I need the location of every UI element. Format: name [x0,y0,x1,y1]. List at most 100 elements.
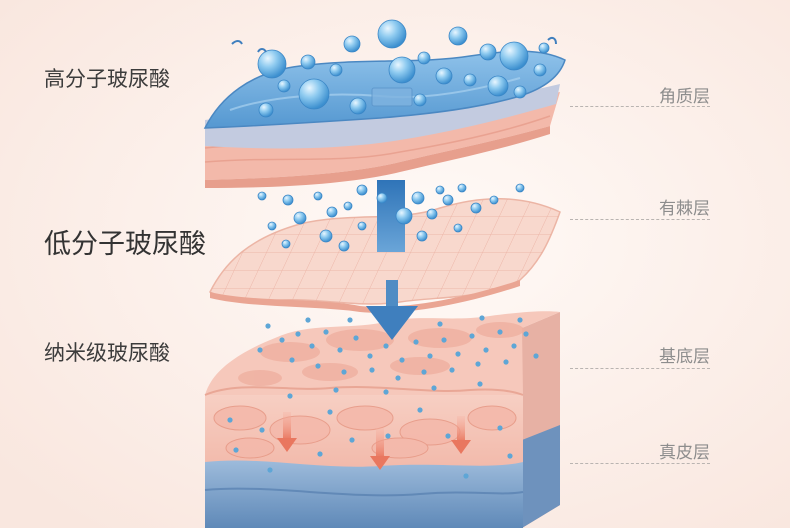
water-droplet-icon [258,192,266,200]
water-droplet-icon [358,222,366,230]
water-droplet-icon [511,343,516,348]
leader-line [570,368,710,369]
water-droplet-icon [490,196,498,204]
water-droplet-icon [412,192,424,204]
water-droplet-icon [497,425,502,430]
water-droplet-icon [385,433,390,438]
water-droplet-icon [417,231,427,241]
water-droplet-icon [301,55,315,69]
water-droplet-icon [507,453,512,458]
water-droplet-icon [418,52,430,64]
water-droplet-icon [330,64,342,76]
water-droplet-icon [337,347,342,352]
water-droplet-icon [267,467,272,472]
water-droplet-icon [449,367,454,372]
high-molecular-ha-label: 高分子玻尿酸 [44,63,170,93]
water-droplet-icon [443,195,453,205]
water-droplet-icon [265,323,270,328]
water-droplet-icon [463,473,468,478]
water-droplet-icon [268,222,276,230]
water-droplet-icon [279,337,284,342]
water-droplet-icon [295,331,300,336]
leader-line [570,463,710,464]
water-droplet-icon [464,74,476,86]
water-droplet-icon [227,417,232,422]
water-droplet-icon [378,20,406,48]
water-droplet-icon [436,186,444,194]
water-droplet-icon [389,57,415,83]
dermis-label: 真皮层 [568,438,710,463]
water-droplet-icon [399,357,404,362]
water-droplet-icon [283,195,293,205]
water-droplet-icon [282,240,290,248]
water-droplet-icon [383,343,388,348]
water-droplet-icon [353,335,358,340]
water-droplet-icon [367,353,372,358]
water-droplet-icon [339,241,349,251]
water-droplet-icon [421,369,426,374]
water-droplet-icon [344,36,360,52]
water-droplet-icon [449,27,467,45]
water-droplet-icon [357,185,367,195]
water-droplet-icon [344,202,352,210]
water-droplet-icon [413,339,418,344]
water-droplet-icon [471,203,481,213]
water-droplet-icon [309,343,314,348]
water-droplet-icon [480,44,496,60]
water-droplet-icon [437,321,442,326]
water-droplet-icon [395,375,400,380]
water-droplet-icon [315,363,320,368]
water-droplet-icon [327,207,337,217]
water-droplet-icon [503,359,508,364]
water-droplet-icon [483,347,488,352]
water-droplet-icon [427,209,437,219]
water-droplet-icon [383,389,388,394]
water-droplet-icon [320,230,332,242]
water-droplet-icon [350,98,366,114]
water-droplet-icon [477,381,482,386]
water-droplet-icon [299,79,329,109]
water-droplet-icon [523,331,528,336]
water-droplet-icon [431,385,436,390]
water-droplet-icon [327,409,332,414]
spinous-layer-label: 有棘层 [568,194,710,219]
stratum-corneum-label: 角质层 [568,82,710,107]
water-droplet-icon [314,192,322,200]
water-droplet-icon [323,329,328,334]
water-droplet-icon [441,337,446,342]
low-molecular-ha-label: 低分子玻尿酸 [44,222,206,261]
water-droplet-icon [317,451,322,456]
water-droplet-icon [259,103,273,117]
water-droplet-icon [333,387,338,392]
water-droplet-icon [258,50,286,78]
water-droplet-icon [517,317,522,322]
water-droplet-icon [436,68,452,84]
water-droplet-icon [259,427,264,432]
water-droplet-icon [534,64,546,76]
water-droplet-icon [287,393,292,398]
water-droplet-icon [278,80,290,92]
water-droplet-icon [341,369,346,374]
water-droplet-icon [369,367,374,372]
water-droplet-icon [458,184,466,192]
leader-line [570,106,710,107]
water-droplet-icon [469,333,474,338]
water-droplet-icon [454,224,462,232]
water-droplet-icon [455,351,460,356]
water-droplet-icon [479,315,484,320]
water-droplet-icon [289,357,294,362]
water-droplet-icon [488,76,508,96]
leader-line [570,219,710,220]
water-droplet-icon [445,433,450,438]
water-droplet-icon [497,329,502,334]
water-droplet-icon [514,86,526,98]
water-droplet-icon [539,43,549,53]
water-droplet-icon [233,447,238,452]
water-droplet-icon [396,208,412,224]
water-droplet-icon [516,184,524,192]
water-droplet-icon [377,193,387,203]
water-droplet-icon [500,42,528,70]
water-droplet-icon [347,317,352,322]
basal-layer-label: 基底层 [568,342,710,367]
water-droplet-icon [294,212,306,224]
